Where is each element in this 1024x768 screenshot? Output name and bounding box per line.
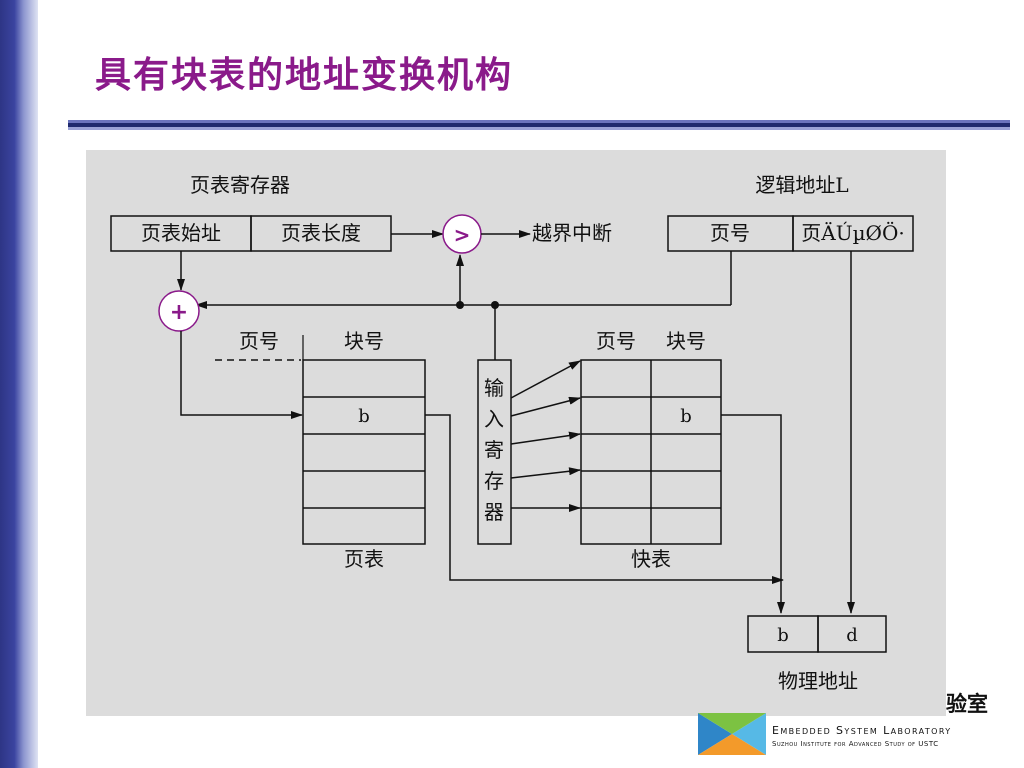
input-to-fast-table-arrow — [510, 431, 581, 445]
fast-table-to-physical-arrow — [721, 414, 785, 614]
slide-title: 具有块表的地址变换机构 — [95, 54, 514, 96]
page-table-block-value: b — [358, 406, 370, 427]
input-to-fast-table-arrow — [510, 396, 581, 417]
logical-page-number-text: 页号 — [710, 221, 750, 245]
input-register-char: 存 — [484, 469, 504, 493]
input-register — [477, 359, 512, 545]
page-table-start-text: 页表始址 — [141, 221, 221, 245]
page-table-page-number-header: 页号 — [239, 329, 279, 353]
comparator-symbol: > — [454, 223, 471, 247]
diagram-panel: 页表寄存器 页表始址 页表长度 > 越界中断 逻辑地址L 页号 页ÄÚµØÖ· … — [86, 150, 946, 716]
logical-offset-text: 页ÄÚµØÖ· — [801, 220, 904, 245]
input-register-char: 入 — [484, 407, 504, 431]
page-table-length-text: 页表长度 — [281, 221, 361, 245]
address-translation-diagram: 页表寄存器 页表始址 页表长度 > 越界中断 逻辑地址L 页号 页ÄÚµØÖ· … — [110, 173, 914, 693]
input-register-char: 寄 — [484, 438, 504, 462]
page-table-register-label: 页表寄存器 — [190, 173, 290, 197]
lab-logo-mark — [698, 713, 766, 755]
page-table — [302, 359, 426, 545]
physical-block-text: b — [777, 625, 789, 646]
adder-symbol: + — [170, 300, 188, 325]
page-table-block-number-header: 块号 — [344, 329, 384, 353]
page-table-label: 页表 — [344, 547, 384, 571]
input-register-char: 输 — [484, 376, 504, 400]
input-to-fast-table-arrow — [510, 467, 581, 479]
lab-name-english: Embedded System Laboratory — [772, 724, 952, 737]
fast-table-block-number-header: 块号 — [666, 329, 706, 353]
fast-table-page-number-header: 页号 — [596, 329, 636, 353]
fast-table-label: 快表 — [631, 547, 671, 571]
physical-address-label: 物理地址 — [778, 669, 858, 693]
logical-address-label: 逻辑地址L — [755, 173, 848, 197]
lab-institute-name: Suzhou Institute for Advanced Study of U… — [772, 740, 939, 748]
input-to-fast-table-arrow — [510, 360, 581, 399]
input-register-char: 器 — [484, 500, 504, 524]
title-divider — [68, 120, 1010, 130]
physical-offset-text: d — [846, 625, 858, 646]
fast-table-block-value: b — [680, 406, 692, 427]
out-of-bounds-interrupt: 越界中断 — [532, 221, 612, 245]
logical-offset-cell — [792, 215, 914, 252]
adder-to-page-table-arrow — [180, 331, 303, 419]
physical-offset-cell — [817, 615, 887, 653]
lab-name-fragment: 验室 — [946, 692, 988, 716]
sidebar-stripe — [0, 0, 38, 768]
page-table-to-physical-arrow — [425, 414, 784, 584]
adder-circle — [158, 290, 200, 332]
